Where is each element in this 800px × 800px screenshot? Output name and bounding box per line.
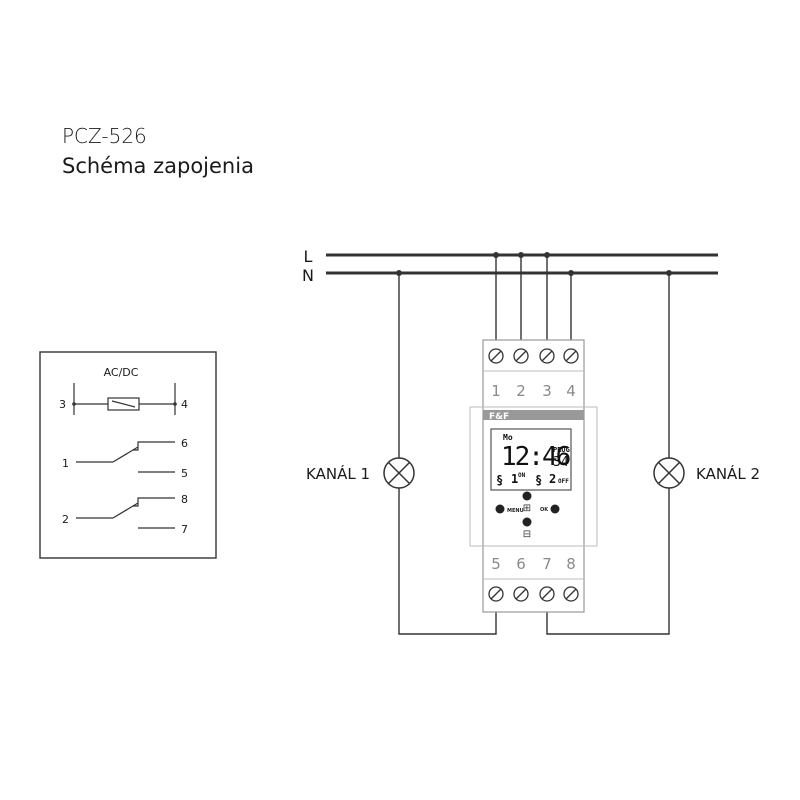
supply-label: AC/DC: [104, 366, 139, 379]
terminal-1-label: 1: [491, 382, 501, 400]
bottom-screw-terminals: [488, 586, 579, 602]
channel-2-label: KANÁL 2: [696, 464, 760, 483]
lcd-day: Mo: [503, 433, 513, 442]
lcd-time: 12:46: [501, 442, 570, 472]
lcd-prog: PROG: [553, 446, 570, 454]
terminal-3-label: 3: [542, 382, 552, 400]
relay-2-common: 2: [62, 513, 69, 526]
plus-button[interactable]: [522, 491, 532, 501]
lamp-channel-1-icon: [383, 457, 415, 489]
terminal-8-label: 8: [566, 555, 576, 573]
relay-2-nc: 7: [181, 523, 188, 536]
diagram-subtitle: Schéma zapojenia: [62, 154, 254, 178]
terminal-2-label: 2: [516, 382, 526, 400]
relay-1-no: 6: [181, 437, 188, 450]
internal-schematic-box: [39, 351, 217, 559]
menu-label: MENU: [507, 508, 524, 514]
line-n-label: N: [302, 266, 314, 285]
supply-terminal-3: 3: [59, 398, 66, 411]
lcd-display: [490, 428, 572, 491]
relay-2-no: 8: [181, 493, 188, 506]
minus-icon: ⊟: [523, 529, 531, 540]
plus-icon: ⊞: [523, 503, 531, 514]
model-title: PCZ-526: [62, 124, 147, 148]
lcd-seconds: 34: [553, 455, 569, 470]
relay-2-contact: [76, 497, 175, 529]
lcd-ch1-state: ON: [518, 472, 526, 479]
line-l-label: L: [304, 247, 313, 266]
relay-1-contact: [76, 441, 175, 473]
lcd-ch1-icon: §: [496, 473, 503, 487]
channel-1-label: KANÁL 1: [306, 464, 370, 483]
lcd-ch2-num: 2: [549, 472, 556, 486]
lamp-channel-2-icon: [653, 457, 685, 489]
terminal-7-label: 7: [542, 555, 552, 573]
brand-logo: F&F: [489, 412, 509, 422]
supply-terminal-4: 4: [181, 398, 188, 411]
terminal-4-label: 4: [566, 382, 576, 400]
menu-button[interactable]: [495, 504, 505, 514]
relay-1-common: 1: [62, 457, 69, 470]
ok-label: OK: [540, 507, 549, 513]
top-screw-terminals: [488, 348, 579, 364]
minus-button[interactable]: [522, 517, 532, 527]
top-wires: [398, 255, 670, 635]
ok-button[interactable]: [550, 504, 560, 514]
relay-1-nc: 5: [181, 467, 188, 480]
terminal-5-label: 5: [491, 555, 501, 573]
coil-symbol: [73, 383, 176, 415]
lcd-ch2-icon: §: [535, 473, 542, 487]
lcd-ch1-num: 1: [511, 472, 518, 486]
terminal-6-label: 6: [516, 555, 526, 573]
lcd-ch2-state: OFF: [558, 478, 569, 485]
